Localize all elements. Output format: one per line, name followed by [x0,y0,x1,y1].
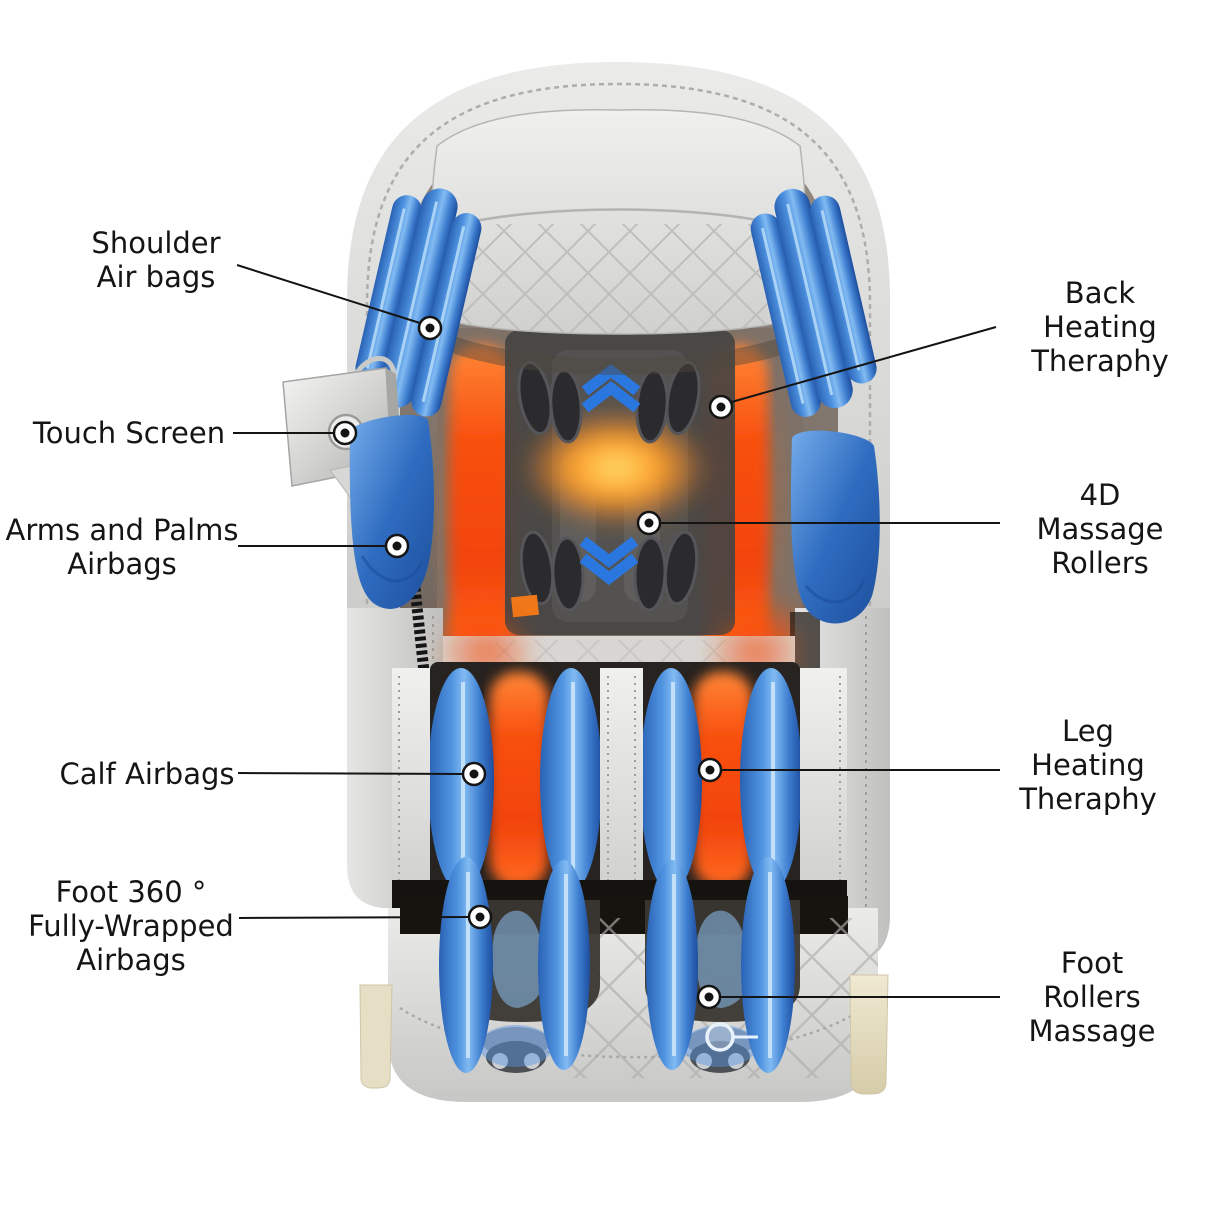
dot-foot-wrapped-airbags [467,904,493,930]
leader-lines [233,264,1000,998]
foot-airbags [439,857,795,1073]
dot-shoulder-airbags [417,315,443,341]
calf-airbags [428,668,802,892]
chair-feet [359,974,889,1095]
shell-seam [365,82,872,712]
callout-dots [332,315,734,1010]
label-back-heating: Back Heating Theraphy [1031,276,1169,378]
label-leg-heating: Leg Heating Theraphy [1019,714,1157,816]
dot-foot-rollers [696,984,722,1010]
dot-calf-airbags [461,761,487,787]
dot-back-heating [708,394,734,420]
shoulder-airbag-left [355,188,482,417]
arm-airbag-left [349,415,434,609]
leader-shoulder-airbags [236,264,424,325]
back-heat-left [450,345,512,660]
label-calf-airbags: Calf Airbags [59,757,235,791]
label-arms-palms-airbags: Arms and Palms Airbags [5,513,239,581]
massage-rollers [517,360,701,612]
label-touch-screen: Touch Screen [32,416,226,450]
chevron-down-icon [579,536,639,585]
leg-heat-left [490,672,548,887]
chevron-up-icon [581,364,641,413]
label-shoulder-airbags: Shoulder Air bags [91,226,221,294]
dot-touch-screen [332,420,358,446]
dot-leg-heating [697,757,723,783]
foot-rollers-right [683,910,757,1073]
label-foot-wrapped-airbags: Foot 360 ° Fully-Wrapped Airbags [28,875,234,977]
leader-foot-wrapped-airbags [238,916,469,919]
roller-highlight-ring [705,1022,735,1052]
massage-mechanism [505,330,735,635]
shoulder-airbag-right [750,188,877,417]
leader-back-heating [727,326,997,404]
leg-heat-right [694,672,752,887]
dot-arms-palms-airbags [384,533,410,559]
dot-massage-rollers [636,510,662,536]
label-massage-rollers: 4D Massage Rollers [1036,478,1164,580]
label-foot-rollers: Foot Rollers Massage [1028,946,1156,1048]
arm-airbag-right [791,430,880,624]
foot-rollers-left [479,910,553,1073]
leader-calf-airbags [237,772,463,775]
